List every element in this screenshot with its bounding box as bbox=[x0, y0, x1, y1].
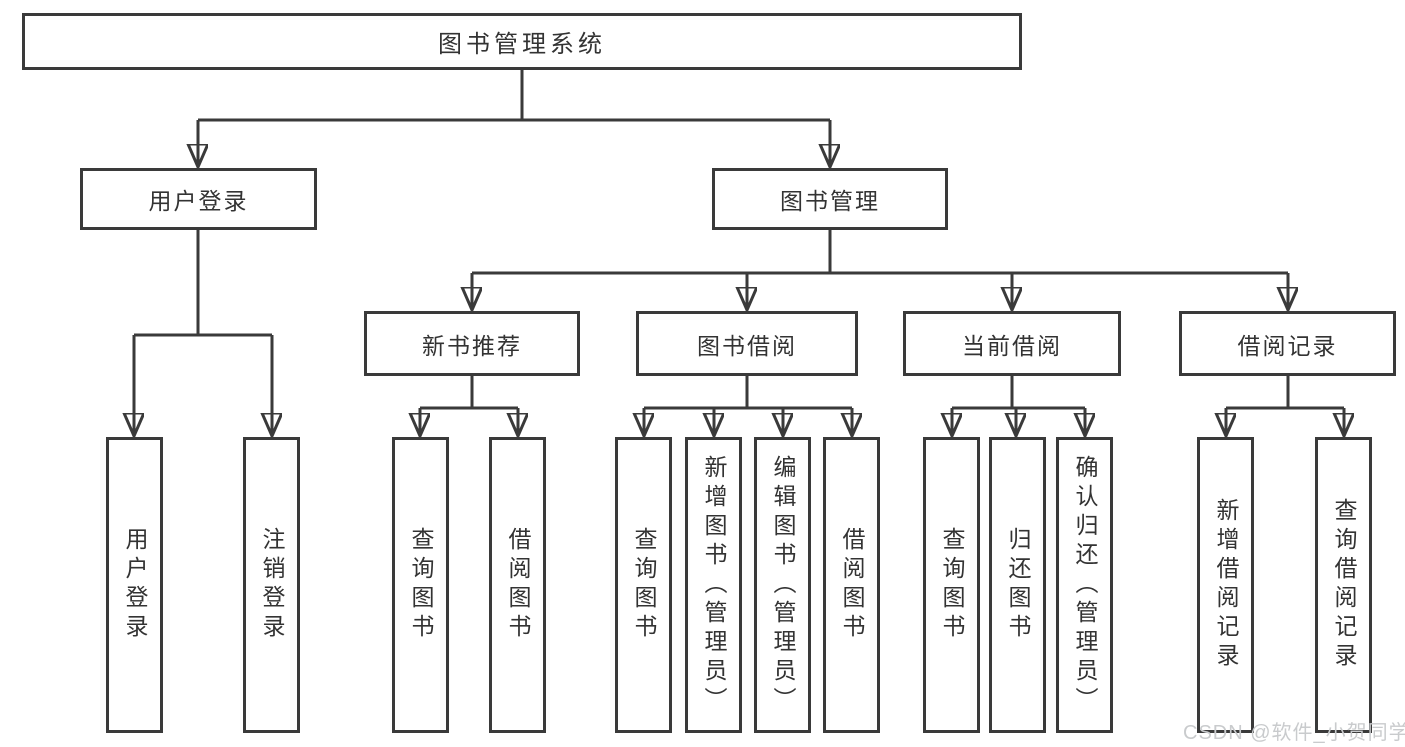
node-leaf-edit-book-admin: 编辑图书（管理员） bbox=[754, 437, 811, 733]
node-borrowing-records: 借阅记录 bbox=[1179, 311, 1396, 376]
node-leaf-add-book-admin: 新增图书（管理员） bbox=[685, 437, 742, 733]
node-leaf-query-books-borrowing: 查询图书 bbox=[615, 437, 672, 733]
node-leaf-user-login: 用户登录 bbox=[106, 437, 163, 733]
node-new-book-recommend: 新书推荐 bbox=[364, 311, 580, 376]
csdn-watermark: CSDN @软件_小贺同学 bbox=[1183, 722, 1405, 744]
node-book-borrowing: 图书借阅 bbox=[636, 311, 858, 376]
node-user-login: 用户登录 bbox=[80, 168, 317, 230]
node-leaf-query-books-recommend: 查询图书 bbox=[392, 437, 449, 733]
node-leaf-logout: 注销登录 bbox=[243, 437, 300, 733]
node-library-management-system: 图书管理系统 bbox=[22, 13, 1022, 70]
node-leaf-borrow-books: 借阅图书 bbox=[823, 437, 880, 733]
node-book-management: 图书管理 bbox=[712, 168, 948, 230]
node-leaf-query-borrow-record: 查询借阅记录 bbox=[1315, 437, 1372, 733]
node-leaf-query-books-current: 查询图书 bbox=[923, 437, 980, 733]
node-leaf-return-book: 归还图书 bbox=[989, 437, 1046, 733]
node-leaf-confirm-return-admin: 确认归还（管理员） bbox=[1056, 437, 1113, 733]
node-current-borrowing: 当前借阅 bbox=[903, 311, 1121, 376]
node-leaf-add-borrow-record: 新增借阅记录 bbox=[1197, 437, 1254, 733]
node-leaf-borrow-books-recommend: 借阅图书 bbox=[489, 437, 546, 733]
